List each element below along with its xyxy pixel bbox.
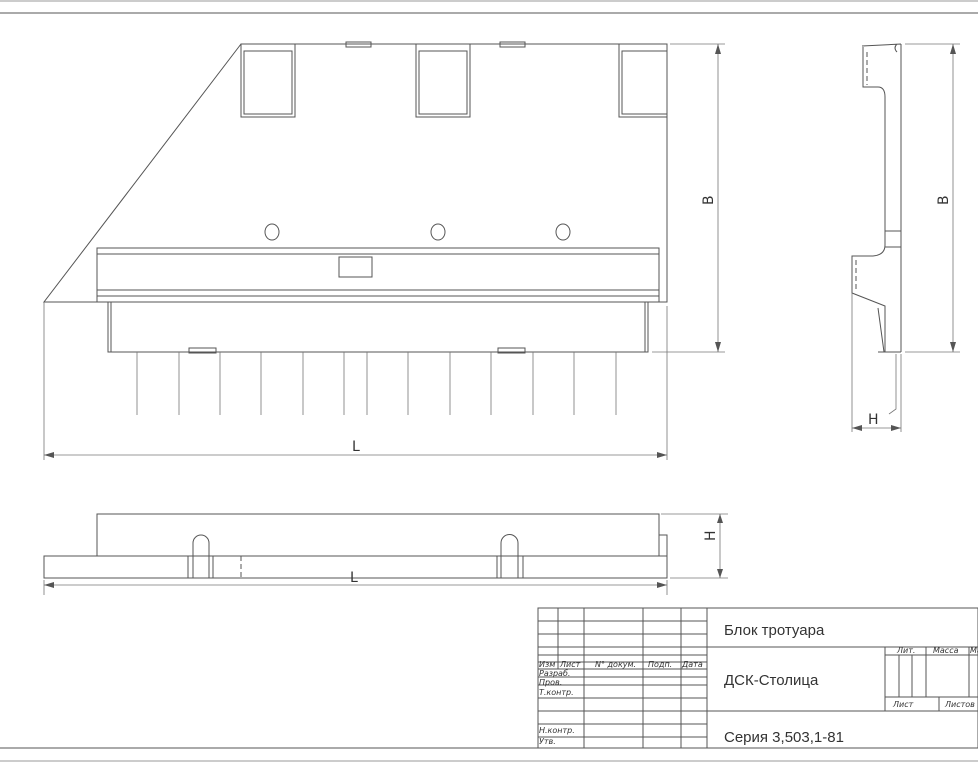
role-approved: Утв.	[539, 737, 556, 746]
side-width-dimension: B	[905, 43, 960, 353]
width-label: B	[701, 195, 717, 205]
length-dimension: L	[43, 302, 668, 460]
header-izm: Изм	[539, 660, 555, 669]
lifting-loop-pockets	[240, 43, 668, 118]
plan-height-label: H	[703, 530, 719, 541]
header-date: Дата	[681, 660, 703, 669]
title-block: Блок тротуара ДСК-Столица Серия 3,503,1-…	[537, 607, 978, 749]
drawing-title: Блок тротуара	[724, 622, 825, 639]
length-label: L	[352, 439, 360, 455]
role-tech-control: Т.контр.	[539, 688, 574, 697]
role-norm-control: Н.контр.	[539, 726, 575, 735]
role-developed: Разраб.	[539, 669, 570, 678]
side-height-label: H	[868, 412, 879, 428]
header-doc-no: N° докум.	[595, 660, 636, 669]
plan-view: H L	[43, 513, 728, 595]
role-checked: Пров.	[539, 678, 562, 687]
label-lit: Лит.	[896, 646, 915, 655]
side-width-label: B	[936, 195, 952, 205]
label-scale: Ма	[970, 646, 978, 655]
label-sheets: Листов	[944, 700, 975, 709]
plan-length-dimension: L	[43, 570, 668, 595]
series: Серия 3,503,1-81	[724, 729, 844, 746]
label-mass: Масса	[933, 646, 959, 655]
side-height-dimension: H	[851, 293, 902, 432]
header-sign: Подп.	[648, 660, 672, 669]
side-view: B H	[851, 43, 960, 432]
plan-length-label: L	[350, 570, 358, 586]
plan-height-dimension: H	[661, 513, 728, 579]
width-dimension: B	[652, 43, 725, 353]
front-view: L B	[42, 41, 725, 460]
ribs	[136, 352, 617, 415]
header-list: Лист	[559, 660, 581, 669]
label-sheet: Лист	[892, 700, 914, 709]
organization: ДСК-Столица	[724, 672, 819, 689]
